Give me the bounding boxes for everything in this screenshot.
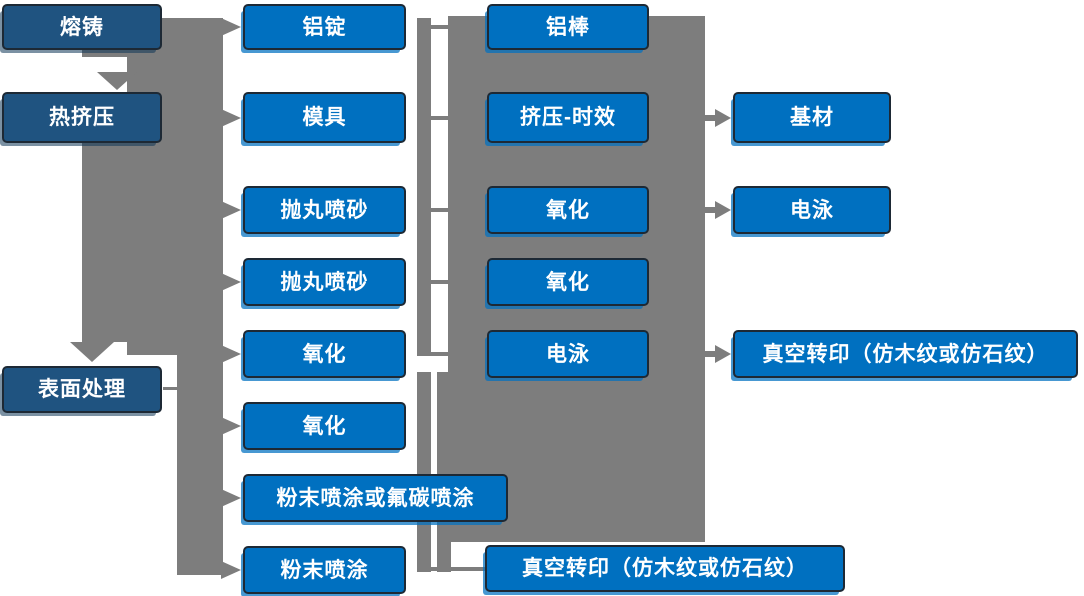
mid-tick-row4 xyxy=(431,280,448,284)
node-oxidation-2: 氧化 xyxy=(243,402,406,450)
node-aluminum-rod: 铝棒 xyxy=(487,4,649,50)
node-substrate: 基材 xyxy=(733,92,891,143)
surface-treatment-connector-line xyxy=(163,387,179,390)
arrow-to-powder-coating-icon xyxy=(221,561,241,579)
mid-bar-1-lower xyxy=(417,372,431,572)
node-surface-treatment: 表面处理 xyxy=(2,366,162,413)
left-band-main xyxy=(127,18,223,355)
mid-tick-row1 xyxy=(431,25,448,29)
arrow-shaft-to-vacuum-transfer xyxy=(705,351,717,357)
bottom-tick-to-vacuum-transfer xyxy=(431,567,485,571)
arrow-shaft-to-electrophoresis xyxy=(705,207,717,213)
node-electrophoresis-1: 电泳 xyxy=(487,330,649,378)
arrow-to-shot-blasting-2-icon xyxy=(221,273,241,291)
node-mold: 模具 xyxy=(243,92,406,143)
arrow-to-mold-icon xyxy=(221,109,241,127)
left-band-right-rail xyxy=(177,355,223,575)
arrow-to-vacuum-transfer-icon xyxy=(715,345,731,363)
arrow-to-substrate-icon xyxy=(715,109,731,127)
mid-bar-2-lower xyxy=(437,372,451,572)
node-melting-casting: 熔铸 xyxy=(2,4,162,50)
arrow-to-oxidation-2-icon xyxy=(221,417,241,435)
arrow-to-oxidation-1-icon xyxy=(221,345,241,363)
arrow-to-electrophoresis-icon xyxy=(715,201,731,219)
node-powder-or-fluorocarbon-coating: 粉末喷涂或氟碳喷涂 xyxy=(243,474,508,522)
arrow-to-aluminum-ingot-icon xyxy=(221,18,241,36)
node-shot-blasting-2: 抛丸喷砂 xyxy=(243,258,406,306)
node-electrophoresis-2: 电泳 xyxy=(733,186,891,234)
left-band-lower-left xyxy=(82,143,127,342)
mid-tick-row3 xyxy=(431,208,448,212)
arrow-shaft-to-substrate xyxy=(705,115,717,121)
mid-tick-row2 xyxy=(431,116,448,120)
down-arrow-to-surface-treatment-icon xyxy=(70,342,114,362)
arrow-to-shot-blasting-1-icon xyxy=(221,201,241,219)
node-oxidation-1: 氧化 xyxy=(243,330,406,378)
node-oxidation-4: 氧化 xyxy=(487,258,649,306)
arrow-to-powder-fluorocarbon-icon xyxy=(221,489,241,507)
down-arrow-to-hot-extrusion-icon xyxy=(97,72,137,90)
node-vacuum-transfer-2: 真空转印（仿木纹或仿石纹） xyxy=(485,545,845,592)
node-extrusion-aging: 挤压-时效 xyxy=(487,92,649,143)
node-hot-extrusion: 热挤压 xyxy=(2,92,162,143)
node-aluminum-ingot: 铝锭 xyxy=(243,4,406,50)
mid-bar-1-upper xyxy=(417,18,431,356)
node-vacuum-transfer-1: 真空转印（仿木纹或仿石纹） xyxy=(733,330,1078,378)
node-shot-blasting-1: 抛丸喷砂 xyxy=(243,186,406,234)
node-powder-coating: 粉末喷涂 xyxy=(243,546,406,594)
mid-tick-row5 xyxy=(431,352,448,356)
node-oxidation-3: 氧化 xyxy=(487,186,649,234)
